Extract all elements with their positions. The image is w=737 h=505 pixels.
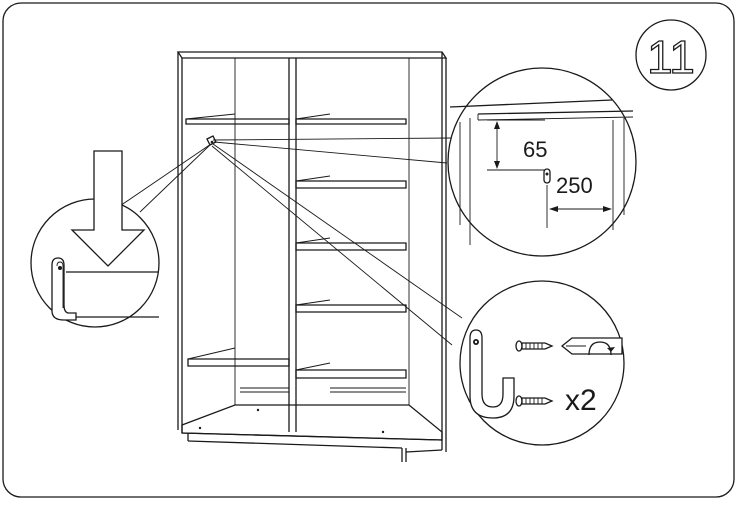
offset-dimension: 250 bbox=[556, 173, 593, 198]
down-arrow-icon bbox=[70, 150, 146, 267]
rail-holder-icon bbox=[51, 257, 77, 321]
page-frame bbox=[2, 2, 735, 498]
detail-left bbox=[30, 150, 160, 328]
detail-bottom-right: x2 bbox=[459, 280, 625, 446]
height-dimension: 65 bbox=[523, 137, 547, 162]
detail-top-right: 65 250 bbox=[447, 67, 637, 257]
quantity-label: x2 bbox=[565, 384, 597, 417]
leader-lines bbox=[113, 137, 463, 346]
wardrobe bbox=[176, 51, 448, 462]
rail-holder-icon bbox=[469, 329, 515, 419]
step-badge: 11 bbox=[635, 19, 707, 91]
rail-holder-icon bbox=[543, 168, 551, 184]
bracket-mark bbox=[206, 135, 217, 146]
step-number: 11 bbox=[647, 31, 695, 83]
screw-icon bbox=[515, 340, 554, 352]
screwdriver-icon bbox=[560, 337, 623, 356]
screw-icon bbox=[515, 395, 554, 407]
